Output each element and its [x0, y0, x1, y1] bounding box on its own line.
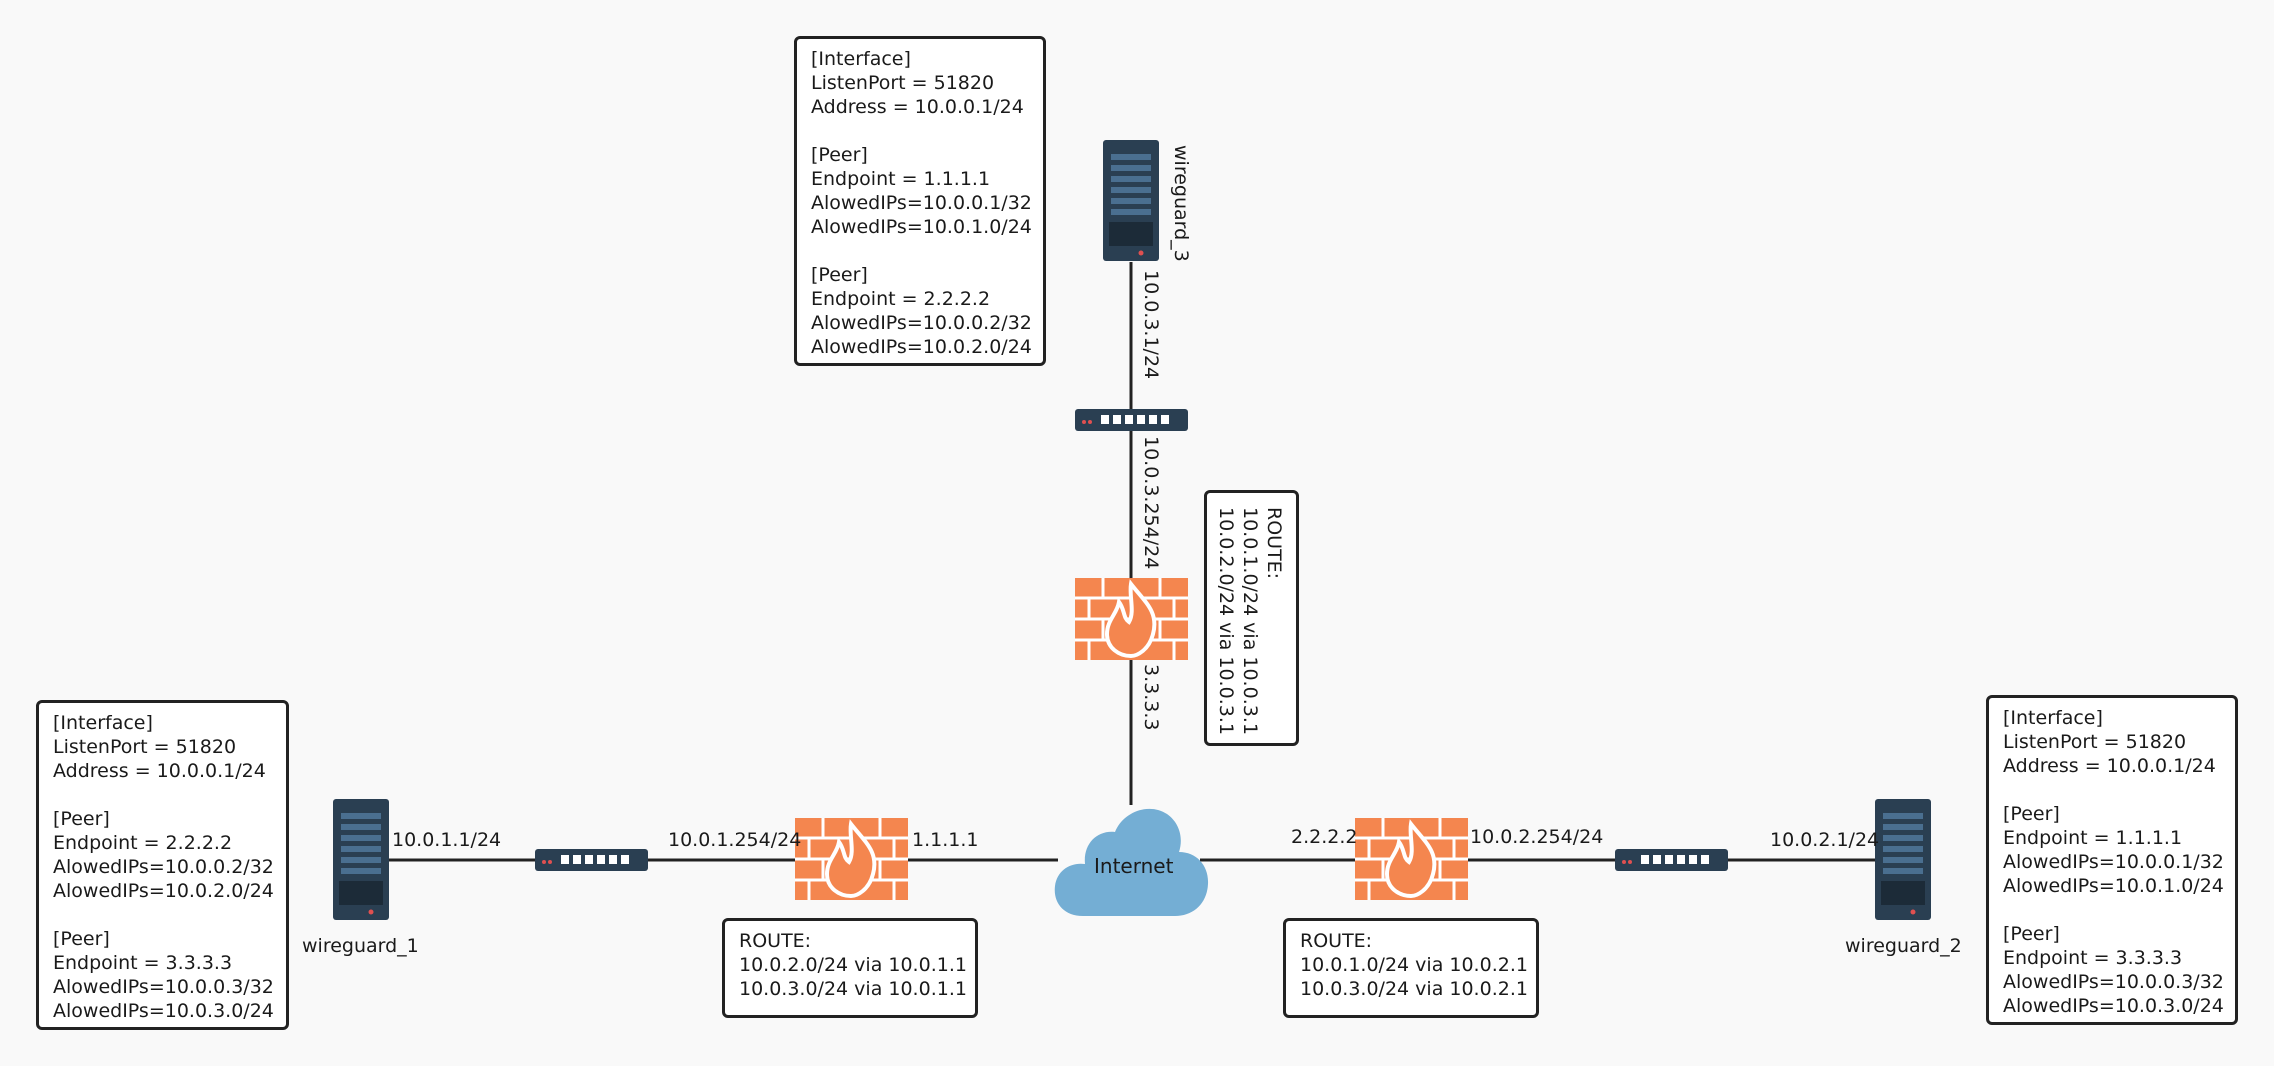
config-line: [Peer] [53, 928, 110, 950]
config-line: AlowedIPs=10.0.0.1/32 [811, 192, 1032, 214]
wireguard-2-server-icon [1875, 799, 1931, 920]
config-line: Address = 10.0.0.1/24 [811, 96, 1024, 118]
config-line: AlowedIPs=10.0.0.3/32 [53, 976, 274, 998]
internet-label: Internet [1094, 854, 1174, 878]
config-line: ROUTE: [739, 930, 812, 952]
blank-line [2003, 778, 2221, 802]
blank-line [811, 119, 1029, 143]
config-line: ROUTE: [1263, 507, 1285, 580]
config-line: Address = 10.0.0.1/24 [2003, 755, 2216, 777]
firewall-2-icon [1355, 818, 1468, 900]
wireguard-1-ip-label: 10.0.1.1/24 [392, 829, 502, 851]
wireguard-1-server-icon [333, 799, 389, 920]
blank-line [811, 239, 1029, 263]
config-line: Endpoint = 3.3.3.3 [53, 952, 233, 974]
config-line: ROUTE: [1300, 930, 1373, 952]
wireguard-3-server-icon [1103, 140, 1159, 261]
config-line: 10.0.2.0/24 via 10.0.1.1 [739, 954, 967, 976]
config-line: [Interface] [53, 712, 153, 734]
config-line: Endpoint = 2.2.2.2 [811, 288, 991, 310]
firewall-2-lan-ip-label: 10.0.2.254/24 [1470, 826, 1604, 848]
wireguard-2-ip-label: 10.0.2.1/24 [1770, 829, 1880, 851]
blank-line [2003, 898, 2221, 922]
config-line: AlowedIPs=10.0.2.0/24 [811, 336, 1032, 358]
firewall-3-wan-ip-label: 3.3.3.3 [1140, 664, 1162, 731]
config-line: 10.0.3.0/24 via 10.0.2.1 [1300, 978, 1528, 1000]
config-line: 10.0.2.0/24 via 10.0.3.1 [1215, 507, 1237, 735]
blank-line [53, 783, 272, 807]
firewall-1-icon [795, 818, 908, 900]
config-line: AlowedIPs=10.0.3.0/24 [2003, 995, 2224, 1017]
config-line: AlowedIPs=10.0.0.3/32 [2003, 971, 2224, 993]
config-line: ListenPort = 51820 [53, 736, 237, 758]
config-line: [Peer] [811, 264, 868, 286]
config-line: AlowedIPs=10.0.0.1/32 [2003, 851, 2224, 873]
config-line: AlowedIPs=10.0.1.0/24 [811, 216, 1032, 238]
config-line: [Interface] [2003, 707, 2103, 729]
config-line: [Peer] [2003, 923, 2060, 945]
config-line: Endpoint = 2.2.2.2 [53, 832, 233, 854]
config-line: ListenPort = 51820 [2003, 731, 2187, 753]
internet-cloud-icon [1054, 808, 1209, 916]
firewall-1-wan-ip-label: 1.1.1.1 [912, 829, 979, 851]
config-line: 10.0.3.0/24 via 10.0.1.1 [739, 978, 967, 1000]
switch-1-icon [535, 849, 648, 871]
blank-line [53, 903, 272, 927]
config-line: Endpoint = 1.1.1.1 [2003, 827, 2183, 849]
firewall-1-lan-ip-label: 10.0.1.254/24 [668, 829, 802, 851]
config-line: 10.0.1.0/24 via 10.0.2.1 [1300, 954, 1528, 976]
config-line: AlowedIPs=10.0.3.0/24 [53, 1000, 274, 1022]
config-line: 10.0.1.0/24 via 10.0.3.1 [1239, 507, 1261, 735]
switch-2-icon [1615, 849, 1728, 871]
config-line: [Interface] [811, 48, 911, 70]
config-line: Endpoint = 1.1.1.1 [811, 168, 991, 190]
firewall-3-icon [1075, 578, 1188, 660]
config-line: AlowedIPs=10.0.0.2/32 [53, 856, 274, 878]
config-line: [Peer] [811, 144, 868, 166]
config-line: AlowedIPs=10.0.2.0/24 [53, 880, 274, 902]
switch-3-icon [1075, 409, 1188, 431]
config-line: [Peer] [53, 808, 110, 830]
firewall-2-wan-ip-label: 2.2.2.2 [1291, 826, 1358, 848]
config-line: AlowedIPs=10.0.0.2/32 [811, 312, 1032, 334]
firewall-3-lan-ip-label: 10.0.3.254/24 [1140, 436, 1162, 570]
config-line: Endpoint = 3.3.3.3 [2003, 947, 2183, 969]
wireguard-3-ip-label: 10.0.3.1/24 [1140, 270, 1162, 380]
config-line: AlowedIPs=10.0.1.0/24 [2003, 875, 2224, 897]
config-line: Address = 10.0.0.1/24 [53, 760, 266, 782]
wireguard-1-label: wireguard_1 [302, 935, 419, 957]
config-line: ListenPort = 51820 [811, 72, 995, 94]
wireguard-2-label: wireguard_2 [1845, 935, 1962, 957]
wireguard-3-label: wireguard_3 [1170, 145, 1192, 262]
config-line: [Peer] [2003, 803, 2060, 825]
